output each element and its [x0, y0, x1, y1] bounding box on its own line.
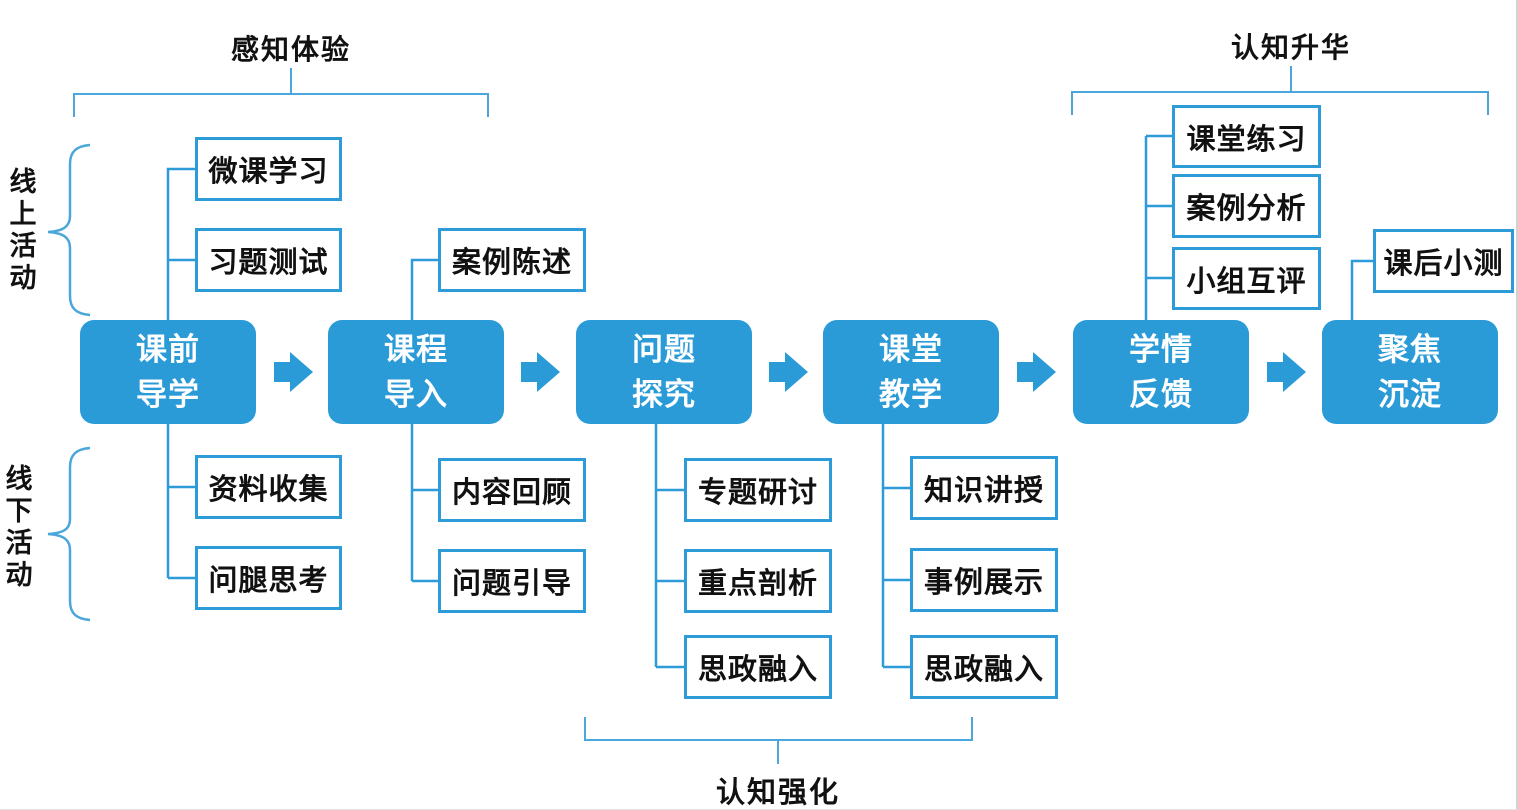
offline-activities-brace: [47, 446, 91, 622]
child-box-classroom-practice: 课堂练习: [1172, 105, 1321, 168]
stage-label-line1: 课前: [136, 332, 200, 367]
label-perception-experience: 感知体验: [231, 34, 352, 65]
perception-bracket: [73, 68, 489, 117]
connector-stage2-bottom: [410, 424, 438, 583]
stage-box-problem-exploration: 问题 探究: [576, 320, 752, 424]
stage-box-course-introduction: 课程 导入: [328, 320, 504, 424]
flow-arrow-4: [1017, 352, 1056, 392]
stage-label-line1: 问题: [632, 332, 696, 367]
stage-label-line2: 沉淀: [1378, 377, 1442, 412]
stage-box-learning-feedback: 学情 反馈: [1073, 320, 1249, 424]
child-box-knowledge-teaching: 知识讲授: [910, 456, 1058, 520]
connector-stage4-bottom: [881, 424, 910, 669]
cognition-reinforcement-bracket: [584, 717, 973, 764]
connector-stage1-top: [166, 167, 195, 320]
label-online-activities: 线上活动: [9, 167, 37, 293]
stage-box-pre-class-guidance: 课前 导学: [80, 320, 256, 424]
stage-label-line2: 导学: [136, 377, 200, 412]
online-activities-brace: [47, 143, 91, 317]
connector-stage2-top: [410, 258, 438, 320]
label-cognition-sublimation: 认知升华: [1231, 32, 1352, 63]
stage-label-line1: 课堂: [879, 332, 943, 367]
child-box-question-thinking: 问腿思考: [195, 546, 342, 610]
label-offline-activities: 线下活动: [5, 464, 33, 590]
flow-arrow-2: [521, 352, 560, 392]
child-box-micro-lesson-study: 微课学习: [195, 137, 342, 201]
child-box-question-guidance: 问题引导: [438, 549, 586, 613]
stage-box-classroom-teaching: 课堂 教学: [823, 320, 999, 424]
child-box-case-statement: 案例陈述: [438, 228, 586, 292]
connector-stage3-bottom: [654, 424, 684, 669]
stage-box-focus-consolidation: 聚焦 沉淀: [1322, 320, 1498, 424]
child-box-exercise-test: 习题测试: [195, 228, 342, 292]
flow-arrow-1: [274, 352, 313, 392]
child-box-example-display: 事例展示: [910, 548, 1058, 612]
connector-stage1-bottom: [166, 424, 195, 580]
child-box-after-class-quiz: 课后小测: [1373, 229, 1514, 293]
child-box-case-analysis: 案例分析: [1172, 174, 1321, 238]
stage-label-line2: 导入: [384, 377, 448, 412]
flow-arrow-5: [1267, 352, 1306, 392]
stage-label-line1: 学情: [1129, 332, 1193, 367]
label-cognition-reinforcement: 认知强化: [716, 777, 841, 809]
connector-stage6-top: [1350, 259, 1373, 320]
stage-label-line2: 探究: [632, 377, 696, 412]
child-box-content-review: 内容回顾: [438, 458, 586, 522]
child-box-key-point-analysis: 重点剖析: [684, 549, 832, 613]
stage-label-line1: 聚焦: [1378, 332, 1442, 367]
stage-label-line1: 课程: [384, 332, 448, 367]
stage-label-line2: 教学: [879, 377, 943, 412]
child-box-topic-discussion: 专题研讨: [684, 458, 832, 522]
flow-arrow-3: [769, 352, 808, 392]
child-box-group-evaluation: 小组互评: [1172, 247, 1321, 310]
stage-label-line2: 反馈: [1129, 377, 1193, 412]
child-box-material-collection: 资料收集: [195, 455, 342, 519]
cognition-sublimation-bracket: [1071, 66, 1489, 115]
connector-stage5-top: [1144, 134, 1172, 320]
child-box-ideological-integration-2: 思政融入: [910, 635, 1058, 699]
child-box-ideological-integration-1: 思政融入: [684, 635, 832, 699]
